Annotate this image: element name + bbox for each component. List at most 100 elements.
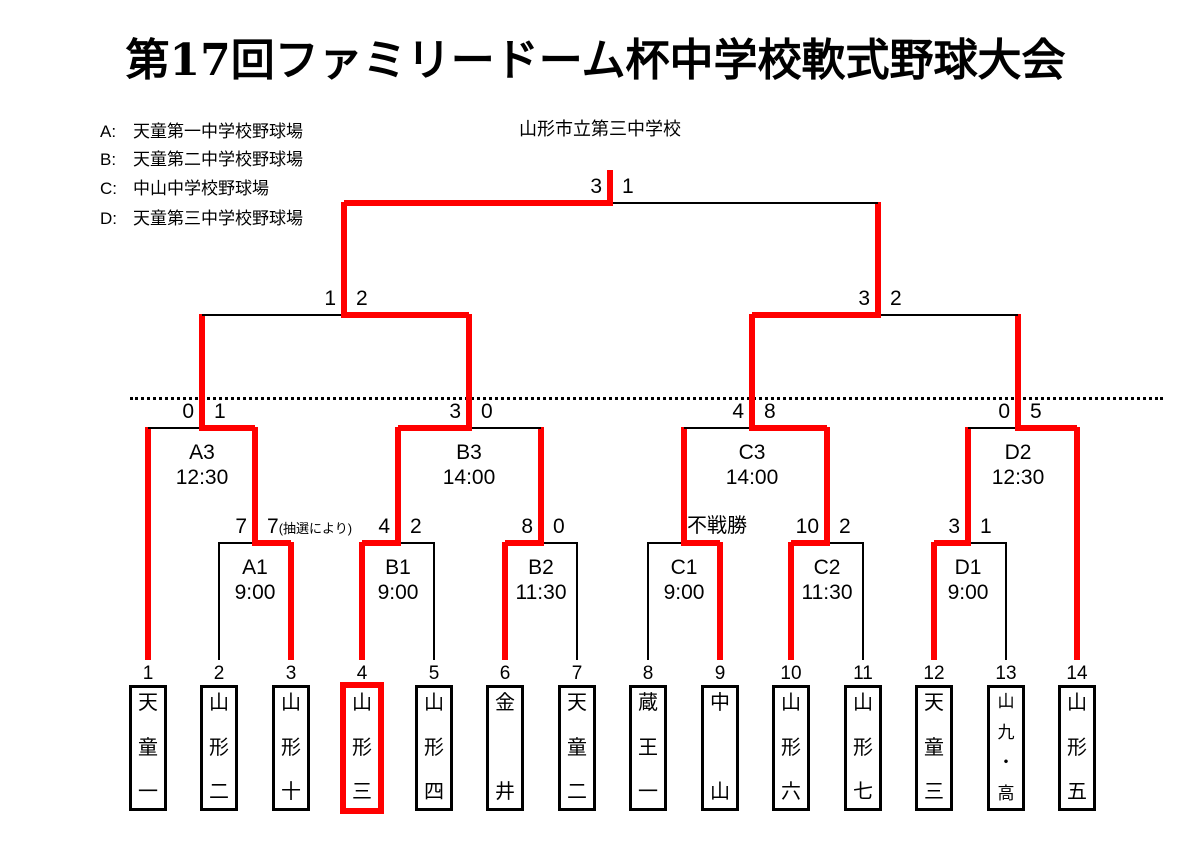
team-line-13 — [1005, 542, 1007, 660]
match-time: 14:00 — [442, 466, 496, 489]
venue-name: 天童第一中学校野球場 — [133, 122, 303, 141]
team-box: 山形五 — [1058, 685, 1096, 811]
team-name-char: 山 — [853, 692, 873, 714]
score-left: 0 — [998, 400, 1010, 423]
match-line-left — [148, 427, 205, 429]
score-right-value: 1 — [980, 515, 992, 538]
team-box: 金井 — [486, 685, 524, 811]
score-right-value: 1 — [622, 175, 634, 198]
team-number: 9 — [714, 663, 726, 684]
score-right: 2 — [356, 288, 368, 310]
walkover-note: 不戦勝 — [687, 515, 747, 537]
score-right: 2 — [890, 288, 902, 310]
score-right-value: 2 — [356, 287, 368, 310]
venue-name: 天童第二中学校野球場 — [133, 150, 303, 169]
winner-advance-line — [341, 202, 347, 318]
team-name-char: 王 — [638, 736, 658, 759]
team-line-3 — [288, 542, 294, 660]
team-number: 6 — [499, 663, 511, 684]
match-time: 9:00 — [663, 581, 705, 604]
winner-advance-line — [965, 427, 971, 546]
team-name-char: 十 — [281, 781, 301, 803]
team-line-6 — [502, 542, 508, 660]
winner-advance-line — [199, 314, 205, 431]
score-left: 8 — [521, 515, 533, 538]
team-box: 山形四 — [415, 685, 453, 811]
winner-advance-line — [749, 314, 755, 431]
match-line-right — [538, 542, 577, 544]
score-right: 1 — [980, 516, 992, 538]
team-name-char: 二 — [567, 781, 587, 803]
team-number: 14 — [1066, 663, 1088, 684]
team-name-char: 蔵 — [638, 692, 658, 714]
team-name-char: 形 — [352, 736, 372, 759]
match-line-right — [395, 542, 434, 544]
match-time: 9:00 — [234, 581, 276, 604]
match-label: A3 — [189, 441, 215, 464]
team-number: 12 — [923, 663, 945, 684]
score-right-value: 0 — [481, 400, 493, 423]
team-name-char: 六 — [781, 781, 801, 803]
match-time: 11:30 — [515, 581, 567, 604]
team-box: 蔵王一 — [629, 685, 667, 811]
team-name-char: 高 — [997, 783, 1015, 803]
team-number: 13 — [995, 663, 1017, 684]
match-line-right — [466, 427, 541, 429]
match-label: C1 — [670, 556, 698, 579]
team-name-char: 形 — [781, 736, 801, 759]
team-number: 1 — [142, 663, 154, 684]
match-line-left — [505, 540, 544, 546]
match-line-right — [875, 314, 1018, 316]
team-line-9 — [717, 542, 723, 660]
team-number: 4 — [356, 663, 368, 684]
match-line-right — [749, 425, 827, 431]
team-name-char: 三 — [924, 781, 944, 803]
team-name-char: 山 — [424, 692, 444, 714]
team-line-7 — [576, 542, 578, 660]
match-line-left — [344, 200, 613, 206]
score-right: 0 — [481, 401, 493, 423]
team-name-char: 形 — [853, 736, 873, 759]
score-right-value: 5 — [1030, 400, 1042, 423]
winner-advance-line — [824, 427, 830, 546]
match-line-right — [1015, 425, 1077, 431]
team-name-char: 童 — [567, 736, 587, 759]
match-line-right — [341, 312, 469, 318]
score-left: 4 — [378, 515, 390, 538]
team-name-char: 童 — [924, 736, 944, 759]
winner-advance-line — [466, 314, 472, 431]
team-name-char: 形 — [424, 736, 444, 759]
team-box: 山九・高 — [987, 685, 1025, 811]
winner-advance-line — [681, 427, 687, 546]
team-name-char: 七 — [853, 781, 873, 803]
score-right: 1 — [622, 176, 634, 198]
team-line-12 — [931, 542, 937, 660]
score-right: 5 — [1030, 401, 1042, 423]
team-name-char: 形 — [209, 736, 229, 759]
match-label: D2 — [1004, 441, 1032, 464]
match-line-left — [684, 427, 755, 429]
match-time: 12:30 — [175, 466, 229, 489]
team-name-char: 五 — [1067, 781, 1087, 803]
team-line-5 — [433, 542, 435, 660]
match-time: 14:00 — [725, 466, 779, 489]
score-right: 2 — [839, 516, 851, 538]
score-right-value: 2 — [890, 287, 902, 310]
score-right-value: 2 — [410, 515, 422, 538]
team-box: 山形十 — [272, 685, 310, 811]
page-title: 第17回ファミリードーム杯中学校軟式野球大会 — [125, 35, 1066, 86]
score-right: 2 — [410, 516, 422, 538]
team-name-char: 山 — [710, 781, 730, 803]
team-box: 山形六 — [772, 685, 810, 811]
team-box: 山形二 — [200, 685, 238, 811]
team-line-2 — [218, 542, 220, 660]
team-number: 7 — [571, 663, 583, 684]
match-line-left — [934, 540, 971, 546]
team-name-char: ・ — [997, 753, 1015, 773]
score-right-value: 0 — [553, 515, 565, 538]
score-right-value: 8 — [764, 400, 776, 423]
team-name-char: 童 — [138, 736, 158, 759]
team-line-1 — [145, 427, 151, 660]
score-left: 0 — [182, 400, 194, 423]
match-line-right — [199, 425, 255, 431]
